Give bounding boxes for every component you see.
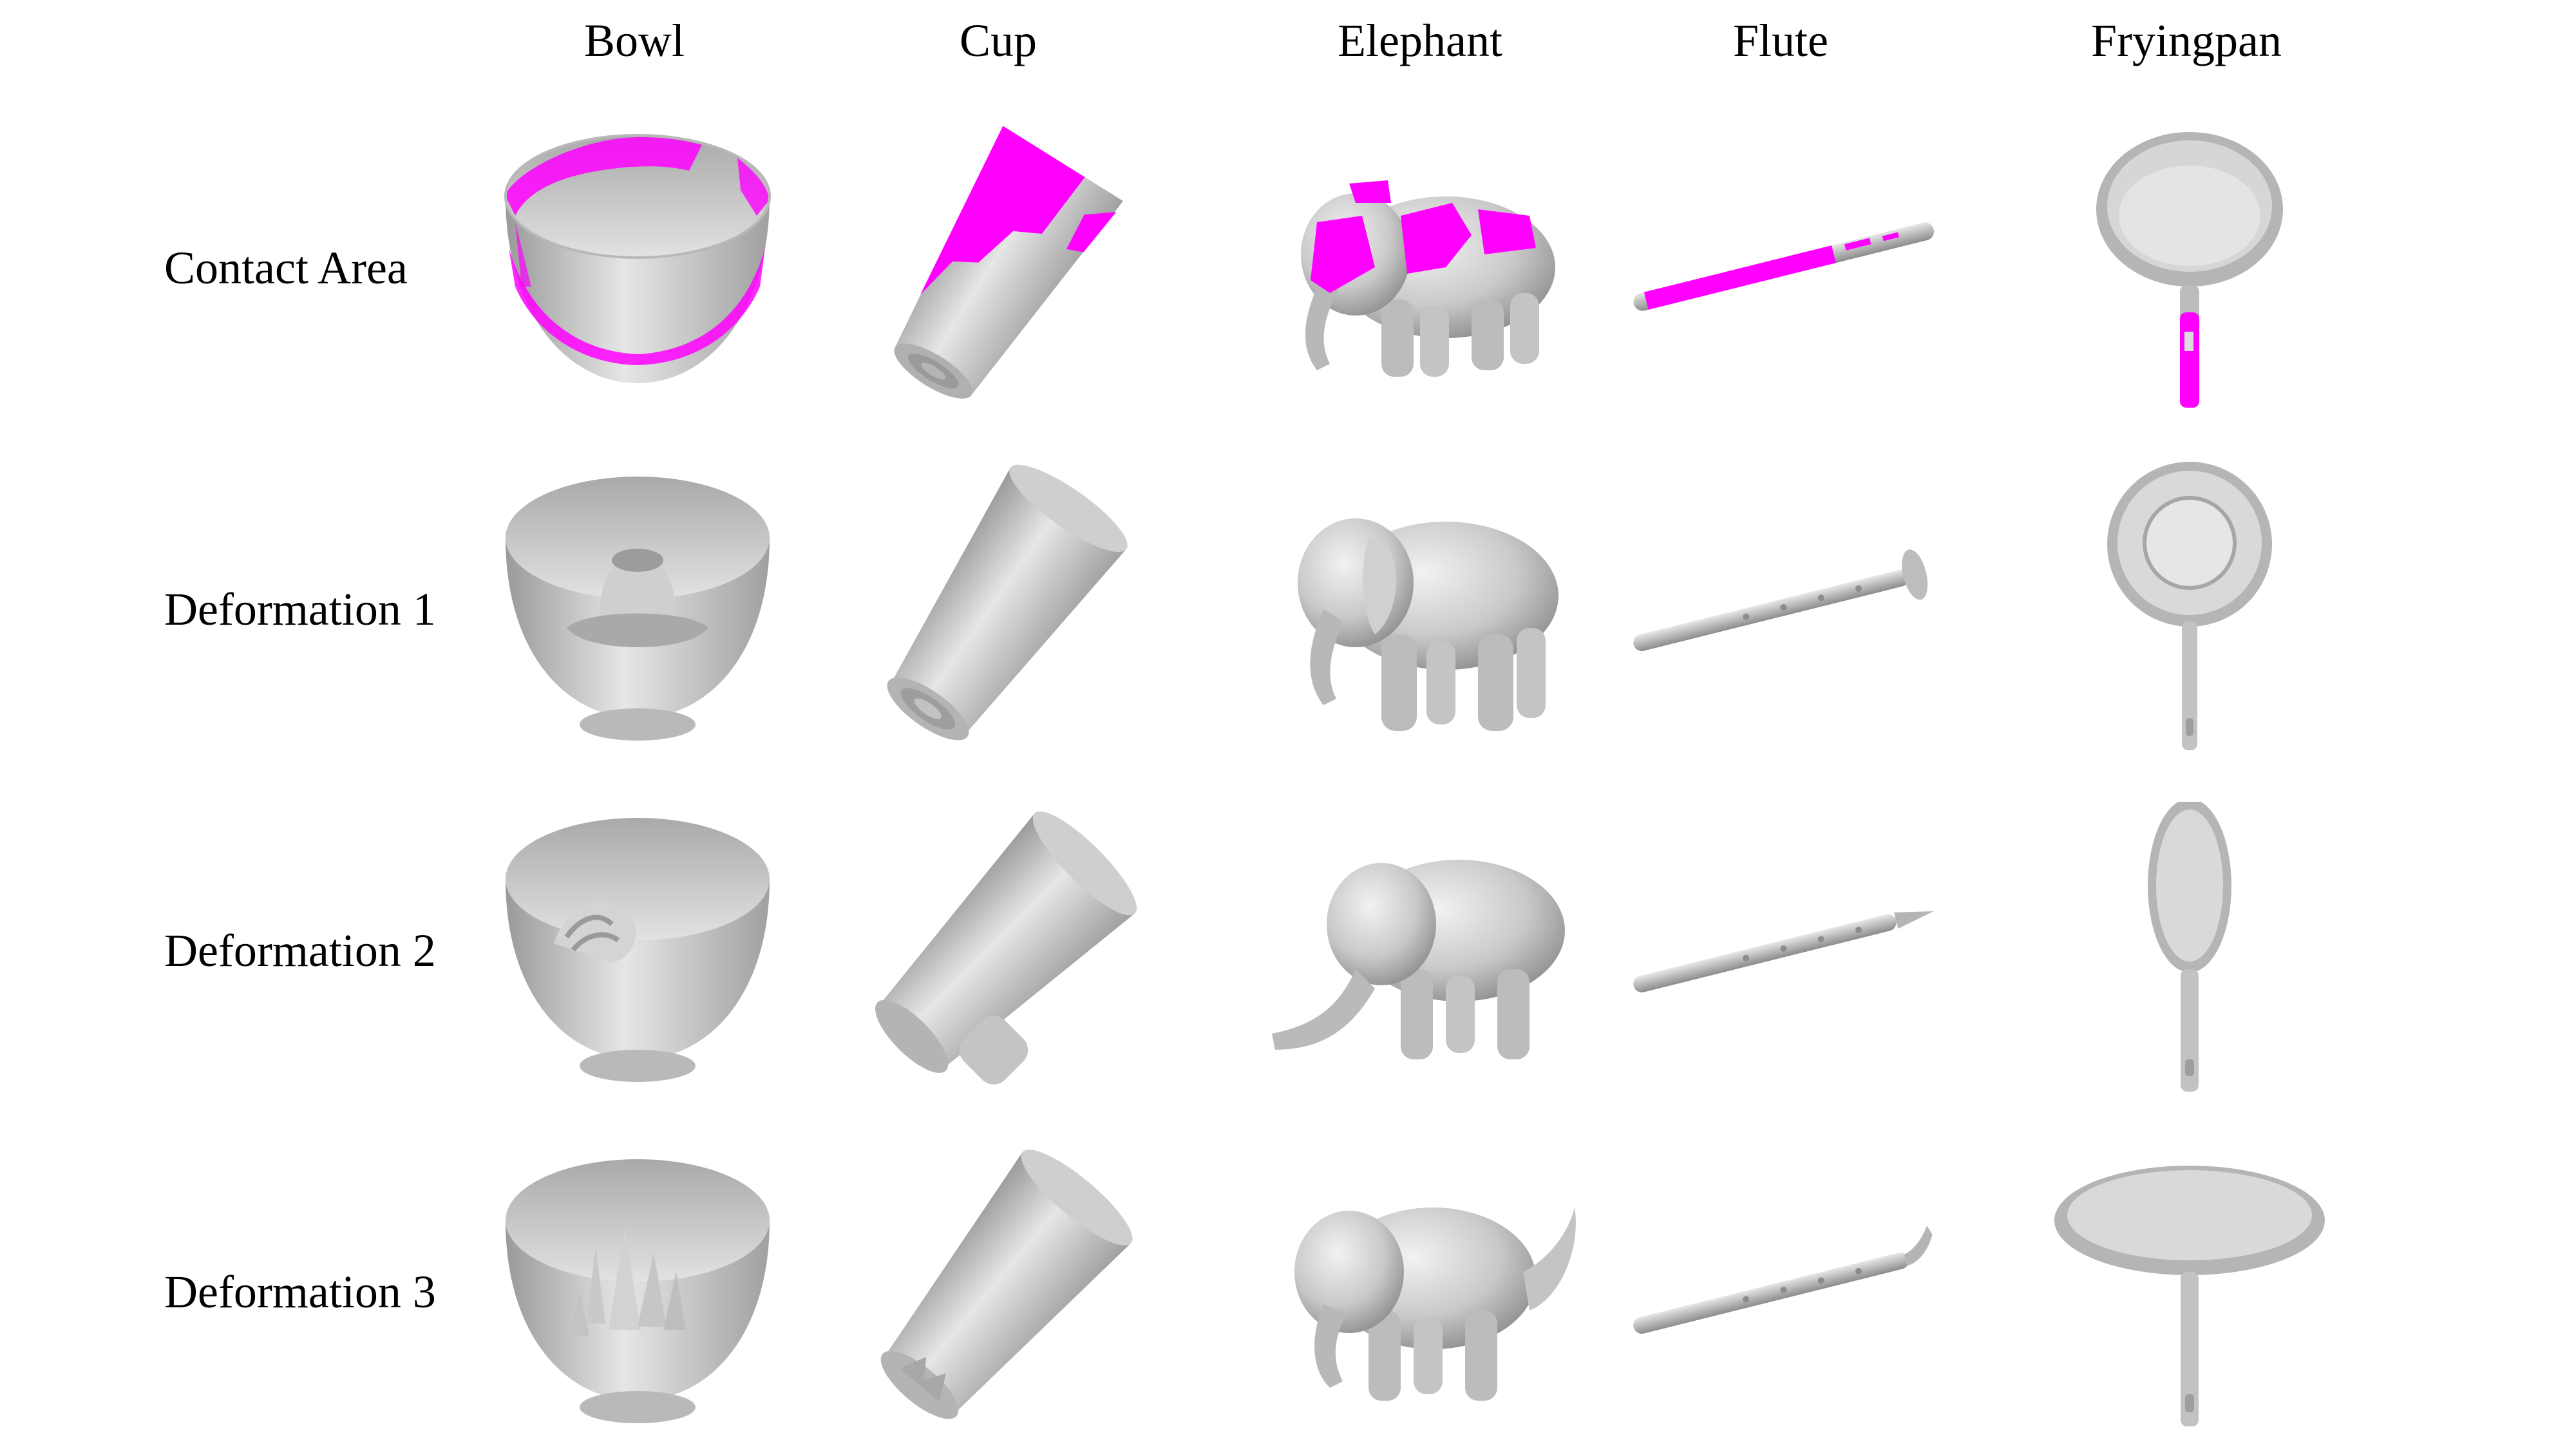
elephant-contact-area-render xyxy=(1253,119,1587,415)
column-header-bowl: Bowl xyxy=(583,15,685,66)
row-label-deformation-3: Deformation 3 xyxy=(164,1266,436,1318)
cup-deformation-3-render xyxy=(831,1143,1166,1439)
row-label-deformation-1: Deformation 1 xyxy=(164,583,436,635)
column-header-flute: Flute xyxy=(1732,15,1828,66)
column-header-cup: Cup xyxy=(959,15,1037,66)
fryingpan-deformation-1-render xyxy=(2022,460,2357,757)
row-label-deformation-2: Deformation 2 xyxy=(164,925,436,976)
bowl-deformation-2-render xyxy=(470,802,805,1098)
elephant-deformation-3-render xyxy=(1253,1143,1587,1439)
elephant-deformation-1-render xyxy=(1253,460,1587,757)
column-header-elephant: Elephant xyxy=(1338,15,1502,66)
bowl-deformation-3-render xyxy=(470,1143,805,1439)
cup-deformation-1-render xyxy=(831,460,1166,757)
cup-contact-area-render xyxy=(831,119,1166,415)
elephant-deformation-2-render xyxy=(1253,802,1587,1098)
bowl-contact-area-render xyxy=(470,119,805,415)
cup-deformation-2-render xyxy=(831,802,1166,1098)
fryingpan-deformation-3-render xyxy=(2022,1143,2357,1439)
column-header-fryingpan: Fryingpan xyxy=(2091,15,2282,66)
flute-deformation-2-render xyxy=(1616,802,1951,1098)
bowl-deformation-1-render xyxy=(470,460,805,757)
fryingpan-contact-area-render xyxy=(2022,119,2357,415)
row-label-contact-area: Contact Area xyxy=(164,242,408,294)
flute-contact-area-render xyxy=(1616,119,1951,415)
flute-deformation-3-render xyxy=(1616,1143,1951,1439)
fryingpan-deformation-2-render xyxy=(2022,802,2357,1098)
flute-deformation-1-render xyxy=(1616,460,1951,757)
